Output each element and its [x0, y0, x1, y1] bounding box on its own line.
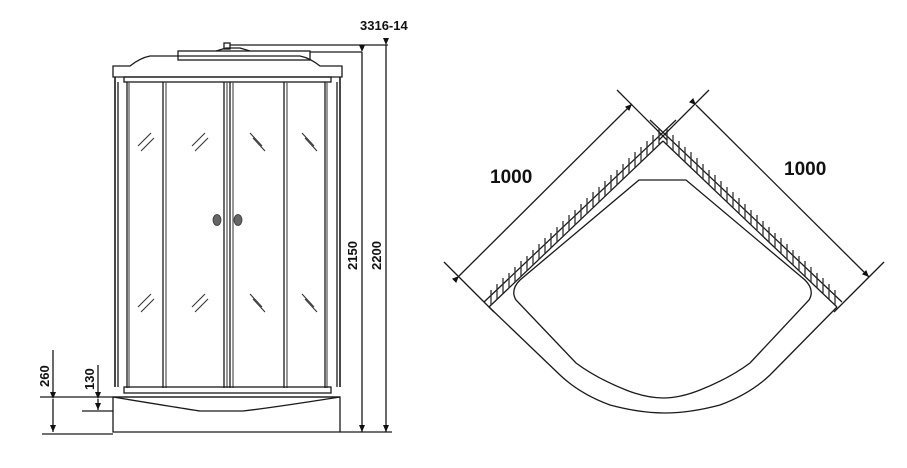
glass-panels — [126, 82, 328, 388]
wall-hatching-left — [490, 129, 660, 305]
model-code-label: 3316-14 — [360, 18, 408, 33]
roof-fitting — [177, 42, 388, 61]
door-knob-right-icon — [233, 214, 243, 226]
dimension-2150-label: 2150 — [345, 241, 360, 270]
dimension-1000-left-label: 1000 — [490, 167, 532, 188]
door-threshold — [123, 386, 332, 394]
dimension-total-height: 2200 — [368, 38, 389, 432]
front-view: 2150 2200 260 130 — [37, 38, 392, 435]
dimension-left-side: 1000 — [443, 89, 668, 313]
dimension-tray-step: 130 — [82, 365, 101, 410]
dimension-130-label: 130 — [82, 368, 97, 390]
dimension-tray-height: 260 — [37, 350, 56, 432]
dimension-cabin-height: 2150 — [344, 45, 365, 432]
tray-outer-contour — [488, 306, 838, 414]
shower-tray — [112, 396, 341, 433]
dimension-260-label: 260 — [37, 365, 52, 387]
plan-view: 1000 1000 — [443, 89, 885, 414]
glass-reflection-marks — [137, 132, 318, 313]
tray-inner-basin — [513, 179, 812, 399]
door-knob-left-icon — [212, 214, 222, 226]
wall-hatching-right — [666, 129, 836, 305]
dimension-2200-label: 2200 — [369, 241, 384, 270]
dimension-right-side: 1000 — [658, 89, 885, 313]
dimension-1000-right-label: 1000 — [784, 159, 826, 180]
